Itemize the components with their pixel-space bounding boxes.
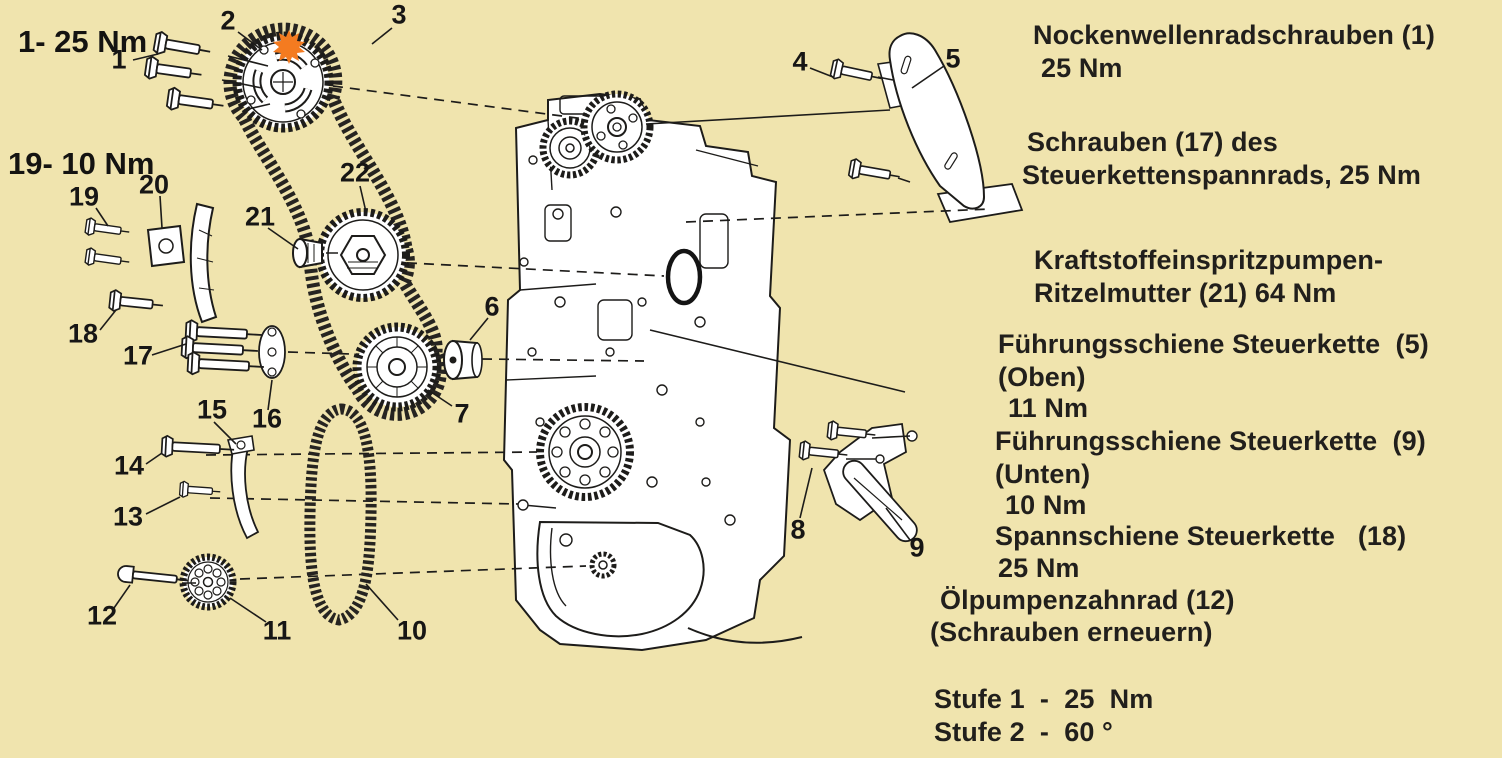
note-stage-2-angle: Stufe 2 - 60 ° [934,717,1113,747]
part-label-11: 11 [262,615,292,646]
note-injection-pump-line1: Kraftstoffeinspritzpumpen- [1034,245,1384,275]
part-label-5: 5 [945,43,961,74]
timing-cover-lower [536,520,803,644]
engine-block [502,92,792,652]
note-stage-1-torque: Stufe 1 - 25 Nm [934,684,1154,714]
lower-guide-assembly [822,422,918,543]
part-label-19: 19 [68,181,100,212]
camshaft-gears [539,90,654,179]
part-label-3: 3 [391,0,407,30]
part-label-15: 15 [196,394,228,425]
part-label-21: 21 [244,201,276,232]
oil-pump-drive-gear [589,551,617,579]
part-label-22: 22 [339,157,371,188]
note-injection-pump-line2: Ritzelmutter (21) 64 Nm [1034,278,1337,308]
note-tension-rail-torque: 25 Nm [998,553,1080,583]
part-label-6: 6 [484,291,500,322]
note-guide-rail-lower-torque: 10 Nm [1005,490,1087,520]
note-tensioner-bolts-line1: Schrauben (17) des [1027,127,1278,157]
pump-bore-highlight-ring [665,248,703,306]
note-guide-rail-upper-title: Führungsschiene Steuerkette (5) [998,329,1429,359]
part-label-20: 20 [138,169,170,200]
note-oil-pump-gear-replace: (Schrauben erneuern) [930,617,1213,647]
torque-callout-cam-bolts: 1- 25 Nm [18,24,148,59]
highlight-splat-icon [273,30,305,64]
spanner-plate [258,325,286,379]
note-guide-rail-upper-torque: 11 Nm [1008,393,1089,423]
note-guide-rail-upper-position: (Oben) [998,362,1086,392]
oil-pump-chain [304,403,377,626]
tensioner-rail [189,202,218,324]
leader-lines [95,27,945,623]
crank-spacer [443,339,483,381]
part-label-14: 14 [113,450,145,481]
oil-chain-tensioner [226,435,260,540]
part-label-8: 8 [790,514,806,545]
part-label-12: 12 [86,600,118,631]
part-label-9: 9 [909,532,925,563]
camshaft-sprocket [232,31,334,133]
tensioner-pivot-bracket [146,224,186,268]
part-label-18: 18 [67,318,99,349]
torque-callout-pivot-bolts: 19- 10 Nm [8,146,155,181]
part-label-2: 2 [220,5,236,36]
part-label-13: 13 [112,501,144,532]
oil-pump-sprocket [179,553,237,611]
alignment-axes [205,85,991,580]
crankshaft-sprocket [352,322,442,412]
note-guide-rail-lower-title: Führungsschiene Steuerkette (9) [995,426,1426,456]
part-label-16: 16 [251,403,283,434]
part-label-1: 1 [111,44,127,75]
injection-pump-sprocket [316,208,410,302]
note-oil-pump-gear-title: Ölpumpenzahnrad (12) [940,585,1235,615]
upper-guide-rail [876,32,1024,224]
note-camshaft-sprocket-torque: 25 Nm [1041,53,1123,83]
timing-chain-main [223,22,447,421]
crank-pulley [536,403,634,501]
note-tensioner-bolts-line2: Steuerkettenspannrads, 25 Nm [1022,160,1421,190]
note-guide-rail-lower-position: (Unten) [995,459,1091,489]
part-label-7: 7 [454,398,470,429]
part-label-4: 4 [792,46,808,77]
part-label-10: 10 [396,615,428,646]
pump-sprocket-nut [292,237,338,269]
note-camshaft-sprocket-bolts: Nockenwellenradschrauben (1) [1033,20,1435,50]
note-tension-rail-title: Spannschiene Steuerkette (18) [995,521,1407,551]
part-label-17: 17 [122,340,154,371]
